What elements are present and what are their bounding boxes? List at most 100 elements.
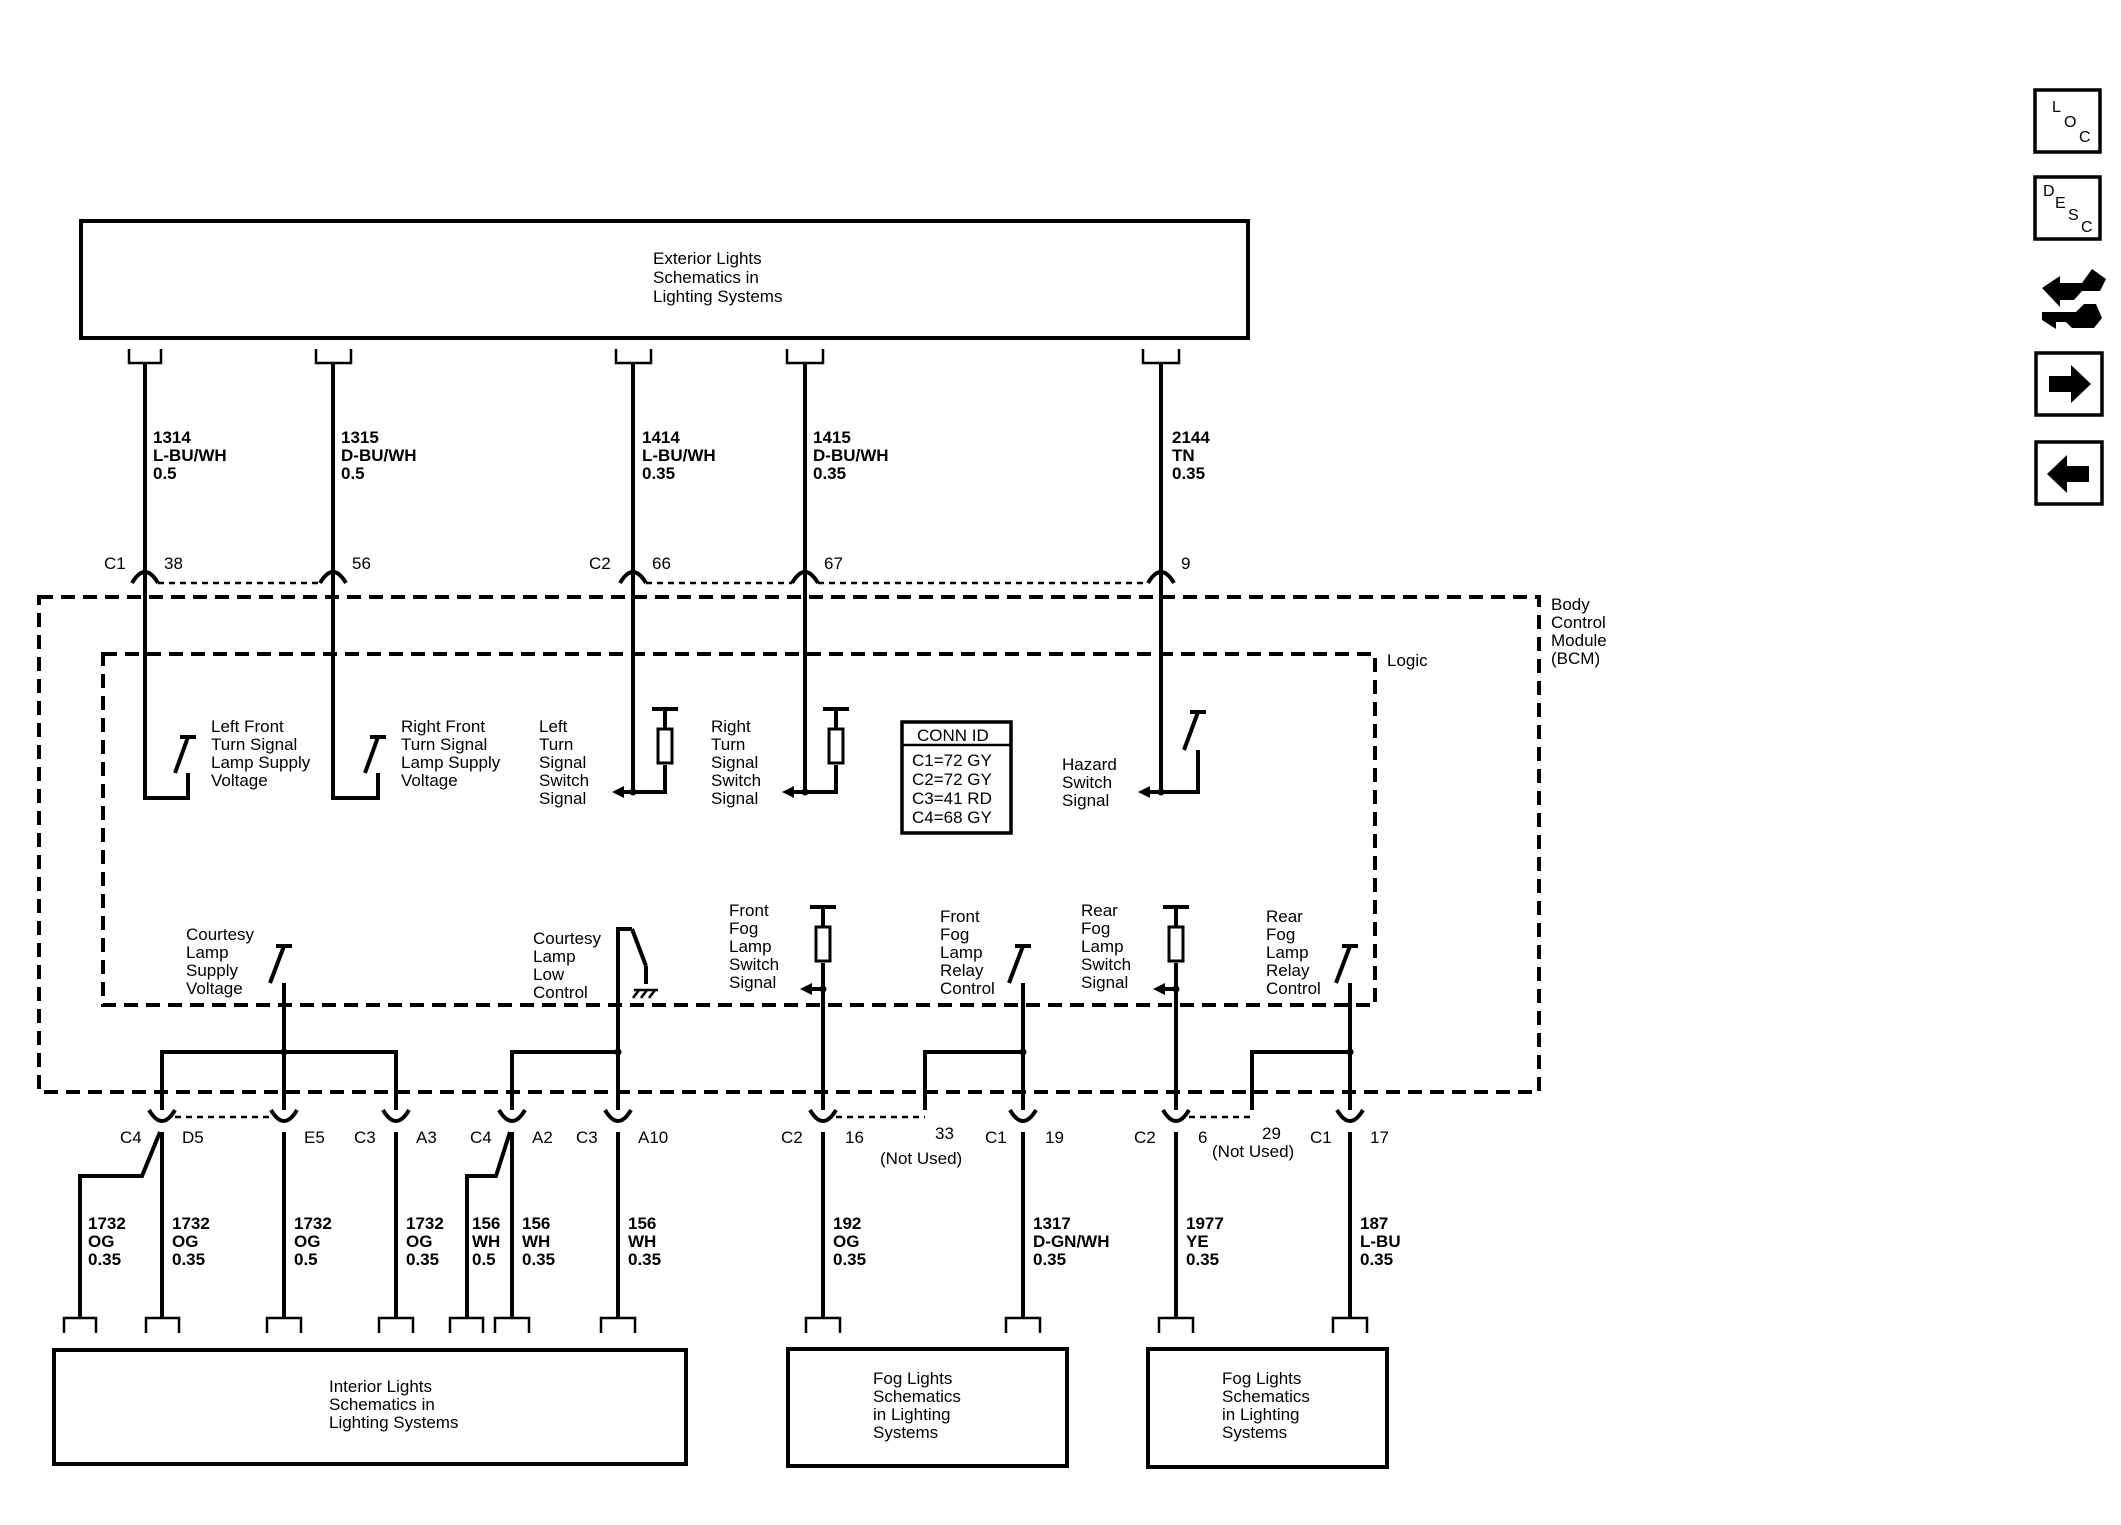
- wire-color: L-BU/WH: [153, 446, 227, 465]
- wire-circuit: 2144: [1172, 428, 1210, 447]
- exterior-lights-box: [79, 219, 1250, 340]
- fog1-box-line: Fog Lights: [873, 1369, 952, 1388]
- wire-size: 0.35: [642, 464, 675, 483]
- courtesy-supply-label: Lamp: [186, 943, 229, 962]
- fog2-box-line: in Lighting: [1222, 1405, 1300, 1424]
- top-pin: 67: [824, 554, 843, 573]
- wire-size: 0.35: [406, 1250, 439, 1269]
- rf-turn-label: Lamp Supply: [401, 753, 501, 772]
- courtesy-low-label: Lamp: [533, 947, 576, 966]
- wire-circuit: 1732: [294, 1214, 332, 1233]
- pin-conn: C4: [120, 1128, 142, 1147]
- wire-circuit: 1317: [1033, 1214, 1071, 1233]
- front-fog-sw-label: Signal: [729, 973, 776, 992]
- pin-not-used: (Not Used): [1212, 1142, 1294, 1161]
- loc-letter: L: [2052, 99, 2061, 116]
- wire-circuit: 187: [1360, 1214, 1388, 1233]
- wire-circuit: 1314: [153, 428, 191, 447]
- wire-size: 0.35: [1033, 1250, 1066, 1269]
- l-turn-pullup: [612, 583, 678, 798]
- pin-conn: C3: [576, 1128, 598, 1147]
- next-button[interactable]: [2034, 351, 2104, 417]
- rf-turn-label: Turn Signal: [401, 735, 487, 754]
- l-turn-sw-label: Switch: [539, 771, 589, 790]
- courtesy-low-switch: [510, 927, 658, 1110]
- front-fog-relay-switch: [923, 944, 1031, 1110]
- wire-size: 0.5: [341, 464, 365, 483]
- wire-size: 0.5: [153, 464, 177, 483]
- exterior-box-line: Exterior Lights: [653, 249, 762, 268]
- bottom-pin-arcs: [147, 1108, 1365, 1123]
- pin-num: 17: [1370, 1128, 1389, 1147]
- wire-size: 0.35: [88, 1250, 121, 1269]
- l-turn-sw-label: Signal: [539, 789, 586, 808]
- rear-fog-relay-label: Relay: [1266, 961, 1310, 980]
- pin-num: A3: [416, 1128, 437, 1147]
- rear-fog-relay-label: Control: [1266, 979, 1321, 998]
- pin-num: D5: [182, 1128, 204, 1147]
- wire-circuit: 1977: [1186, 1214, 1224, 1233]
- rear-fog-sw-label: Fog: [1081, 919, 1110, 938]
- r-turn-sw-label: Switch: [711, 771, 761, 790]
- lf-turn-label: Voltage: [211, 771, 268, 790]
- wire-circuit: 1414: [642, 428, 680, 447]
- wire-circuit: 1732: [406, 1214, 444, 1233]
- fog2-box-line: Fog Lights: [1222, 1369, 1301, 1388]
- wire-color: L-BU/WH: [642, 446, 716, 465]
- top-wires: [143, 363, 1163, 583]
- loc-button[interactable]: L O C: [2033, 88, 2102, 154]
- desc-letter: S: [2068, 207, 2079, 224]
- courtesy-supply-label: Supply: [186, 961, 238, 980]
- wire-color: WH: [472, 1232, 500, 1251]
- pin-conn: C1: [985, 1128, 1007, 1147]
- fog-lights-box-2: [1146, 1347, 1389, 1469]
- interior-lights-box: [52, 1348, 688, 1466]
- lf-turn-label: Left Front: [211, 717, 284, 736]
- hazard-label: Hazard: [1062, 755, 1117, 774]
- wire-color: OG: [172, 1232, 198, 1251]
- pin-conn: C3: [354, 1128, 376, 1147]
- fog2-box-line: Schematics: [1222, 1387, 1310, 1406]
- rear-fog-relay-label: Fog: [1266, 925, 1295, 944]
- arrow-left-icon: [2047, 455, 2089, 493]
- connector-swap-button[interactable]: [2042, 269, 2106, 329]
- conn-id-line: C4=68 GY: [912, 808, 992, 827]
- wire-color: TN: [1172, 446, 1195, 465]
- front-fog-sw-label: Fog: [729, 919, 758, 938]
- prev-button[interactable]: [2034, 440, 2104, 506]
- wire-circuit: 1732: [172, 1214, 210, 1233]
- conn-id-line: C1=72 GY: [912, 751, 992, 770]
- wire-circuit: 1732: [88, 1214, 126, 1233]
- wire-size: 0.35: [1360, 1250, 1393, 1269]
- wire-size: 0.35: [1186, 1250, 1219, 1269]
- hazard-label: Signal: [1062, 791, 1109, 810]
- wire-circuit: 156: [628, 1214, 656, 1233]
- wire-color: OG: [406, 1232, 432, 1251]
- rear-fog-sw-label: Signal: [1081, 973, 1128, 992]
- l-turn-sw-label: Turn: [539, 735, 573, 754]
- exterior-box-line: Lighting Systems: [653, 287, 782, 306]
- rf-turn-switch: [331, 583, 386, 800]
- bcm-label: (BCM): [1551, 649, 1600, 668]
- bcm-label: Control: [1551, 613, 1606, 632]
- rear-fog-relay-label: Rear: [1266, 907, 1303, 926]
- wire-color: WH: [522, 1232, 550, 1251]
- desc-button[interactable]: D E S C: [2033, 175, 2102, 241]
- lf-turn-label: Turn Signal: [211, 735, 297, 754]
- top-pin-arcs: [130, 570, 1176, 585]
- pin-conn: C4: [470, 1128, 492, 1147]
